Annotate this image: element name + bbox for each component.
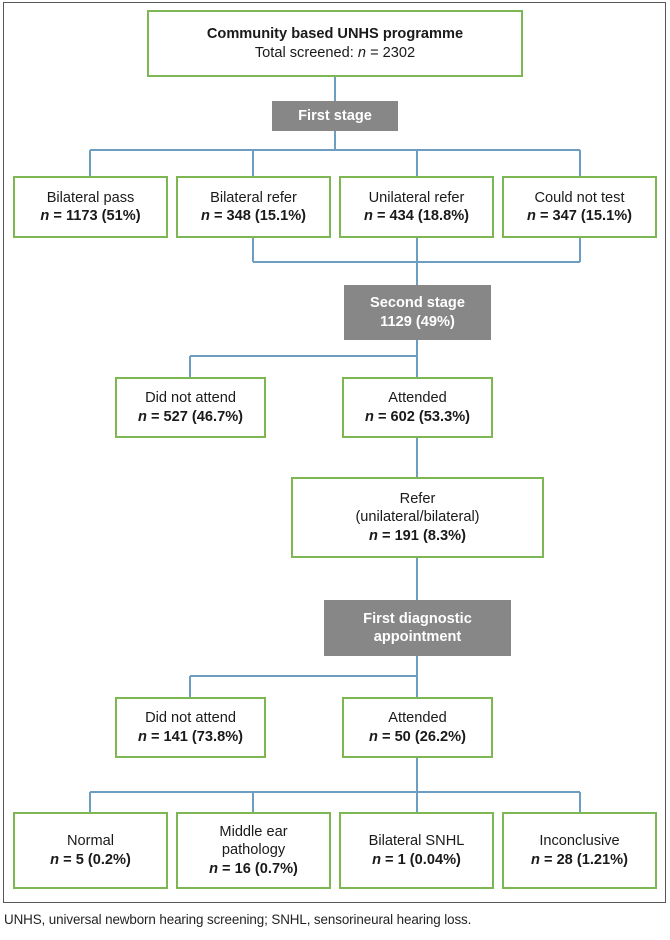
node-normal-stat: n = 5 (0.2%): [50, 851, 131, 869]
figure-caption: UNHS, universal newborn hearing screenin…: [4, 912, 472, 927]
nvar-symbol: n: [363, 208, 373, 224]
node-bilateral-pass[interactable]: Bilateral pass n = 1173 (51%): [13, 176, 168, 238]
stat-value: = 141 (73.8%): [146, 728, 244, 745]
node-inconclusive-label1: Inconclusive: [539, 833, 620, 850]
nvar-symbol: n: [372, 851, 381, 868]
node-bilateral-snhl-label1: Bilateral SNHL: [368, 833, 465, 850]
node-stage3-line2: appointment: [373, 629, 462, 645]
node-bilateral-refer[interactable]: Bilateral refer n = 348 (15.1%): [176, 176, 331, 238]
nvar-symbol: n: [369, 527, 378, 544]
nvar-symbol: n: [531, 851, 540, 868]
node-middle-ear-label1: Middle ear: [219, 824, 288, 841]
node-normal[interactable]: Normal n = 5 (0.2%): [13, 812, 168, 889]
node-root[interactable]: Community based UNHS programme Total scr…: [147, 10, 523, 77]
node-attended-2-stat: n = 50 (26.2%): [369, 728, 466, 746]
node-middle-ear-pathology[interactable]: Middle ear pathology n = 16 (0.7%): [176, 812, 331, 889]
node-attended-2-label: Attended: [388, 710, 447, 727]
node-bilateral-refer-label: Bilateral refer: [210, 189, 297, 206]
node-attended-1-label: Attended: [388, 390, 447, 407]
node-attended-2[interactable]: Attended n = 50 (26.2%): [342, 697, 493, 758]
node-stage2[interactable]: Second stage 1129 (49%): [344, 285, 491, 340]
node-bilateral-pass-label: Bilateral pass: [46, 189, 135, 206]
node-did-not-attend-1-stat: n = 527 (46.7%): [138, 408, 243, 426]
node-stage1[interactable]: First stage: [272, 101, 398, 131]
node-bilateral-snhl[interactable]: Bilateral SNHL n = 1 (0.04%): [339, 812, 494, 889]
node-root-subtitle-nvar: n: [357, 44, 367, 61]
node-did-not-attend-2[interactable]: Did not attend n = 141 (73.8%): [115, 697, 266, 758]
node-root-subtitle-prefix: Total screened:: [254, 44, 358, 61]
stat-value: = 1173 (51%): [49, 208, 141, 224]
stat-value: = 434 (18.8%): [372, 208, 470, 224]
node-inconclusive-stat: n = 28 (1.21%): [531, 851, 628, 869]
node-middle-ear-label2: pathology: [221, 842, 286, 859]
stat-value: = 347 (15.1%): [535, 208, 633, 224]
stat-value: = 191 (8.3%): [377, 527, 466, 544]
node-stage3-line1: First diagnostic: [363, 610, 472, 627]
node-bilateral-pass-stat: n = 1173 (51%): [40, 207, 140, 225]
node-stage1-label: First stage: [298, 107, 372, 124]
node-did-not-attend-2-label: Did not attend: [145, 710, 236, 727]
nvar-symbol: n: [50, 851, 60, 868]
stat-value: = 5 (0.2%): [59, 851, 131, 868]
node-refer-stat: n = 191 (8.3%): [369, 527, 466, 545]
node-could-not-test-stat: n = 347 (15.1%): [527, 207, 632, 225]
node-refer[interactable]: Refer (unilateral/bilateral) n = 191 (8.…: [291, 477, 544, 558]
node-middle-ear-stat: n = 16 (0.7%): [209, 860, 298, 878]
node-root-subtitle-value: = 2302: [366, 44, 416, 61]
node-did-not-attend-1-label: Did not attend: [145, 390, 236, 407]
node-did-not-attend-1[interactable]: Did not attend n = 527 (46.7%): [115, 377, 266, 438]
node-attended-1[interactable]: Attended n = 602 (53.3%): [342, 377, 493, 438]
nvar-symbol: n: [364, 408, 374, 425]
node-bilateral-snhl-stat: n = 1 (0.04%): [372, 851, 461, 869]
node-refer-line2: (unilateral/bilateral): [355, 509, 480, 526]
node-root-subtitle: Total screened: n = 2302: [255, 44, 415, 62]
stat-value: = 1 (0.04%): [381, 851, 461, 868]
nvar-symbol: n: [137, 728, 147, 745]
node-normal-label1: Normal: [66, 833, 115, 850]
node-unilateral-refer-stat: n = 434 (18.8%): [364, 207, 469, 225]
nvar-symbol: n: [526, 208, 536, 224]
stat-value: = 602 (53.3%): [373, 408, 471, 425]
nvar-symbol: n: [200, 208, 210, 224]
nvar-symbol: n: [209, 860, 218, 877]
node-did-not-attend-2-stat: n = 141 (73.8%): [138, 728, 243, 746]
stat-value: = 28 (1.21%): [539, 851, 628, 868]
node-unilateral-refer-label: Unilateral refer: [368, 189, 465, 206]
node-stage3[interactable]: First diagnostic appointment: [324, 600, 511, 656]
node-could-not-test-label: Could not test: [534, 189, 625, 206]
node-inconclusive[interactable]: Inconclusive n = 28 (1.21%): [502, 812, 657, 889]
nvar-symbol: n: [137, 408, 147, 425]
figure-frame: [3, 2, 666, 903]
node-unilateral-refer[interactable]: Unilateral refer n = 434 (18.8%): [339, 176, 494, 238]
node-attended-1-stat: n = 602 (53.3%): [365, 408, 470, 426]
node-could-not-test[interactable]: Could not test n = 347 (15.1%): [502, 176, 657, 238]
nvar-symbol: n: [369, 728, 378, 745]
stat-value: = 527 (46.7%): [146, 408, 244, 425]
stat-value: = 50 (26.2%): [377, 728, 466, 745]
node-bilateral-refer-stat: n = 348 (15.1%): [201, 207, 306, 225]
nvar-symbol: n: [40, 208, 50, 224]
node-stage2-stat: 1129 (49%): [380, 313, 455, 330]
stat-value: = 348 (15.1%): [209, 208, 307, 224]
stat-value: = 16 (0.7%): [218, 860, 298, 877]
node-refer-line1: Refer: [399, 491, 436, 508]
node-root-title: Community based UNHS programme: [206, 26, 464, 43]
node-stage2-label: Second stage: [370, 295, 465, 312]
